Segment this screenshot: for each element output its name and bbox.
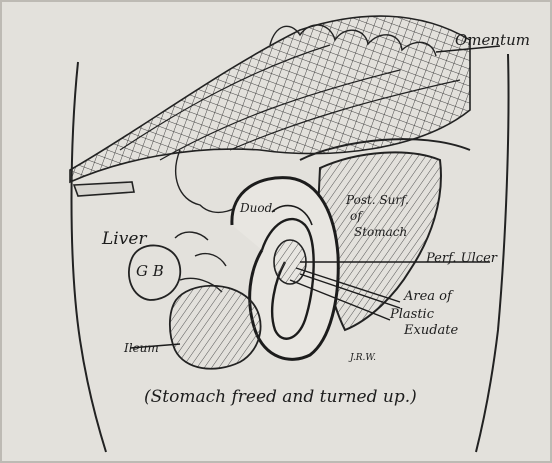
label-initials: J.R.W. (348, 353, 376, 363)
label-duodenum: Duod. (239, 201, 276, 215)
label-plastic: Plastic (389, 307, 435, 322)
pancreas-mass (170, 286, 261, 369)
label-area-of: Area of (403, 289, 454, 304)
label-ileum: Ileum (123, 341, 159, 355)
label-perf-ulcer: Perf. Ulcer (425, 251, 498, 266)
label-post-surf-3: Stomach (354, 225, 407, 239)
caption: (Stomach freed and turned up.) (144, 387, 417, 407)
label-omentum: Omentum (455, 31, 530, 49)
label-gall-bladder: G B (136, 262, 164, 280)
label-post-surf-1: Post. Surf. (345, 193, 409, 207)
label-exudate: Exudate (403, 323, 458, 338)
label-liver: Liver (101, 229, 147, 249)
